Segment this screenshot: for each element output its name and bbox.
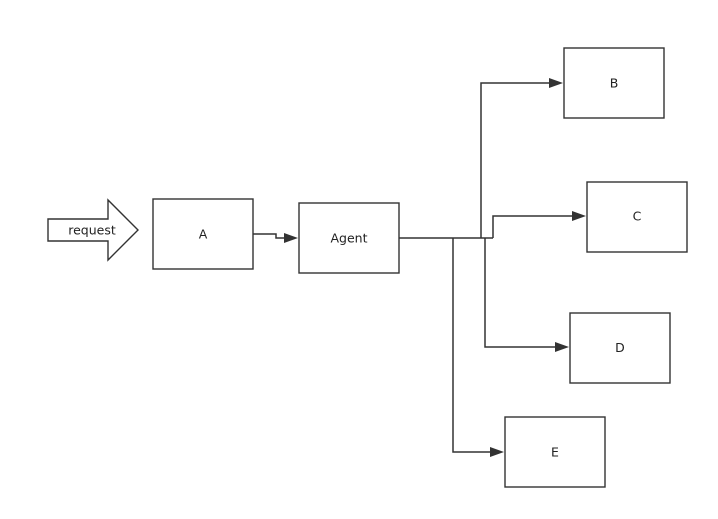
node-e: E	[504, 416, 606, 488]
node-a-label: A	[199, 227, 208, 242]
edge-a-to-agent	[253, 233, 287, 239]
node-a: A	[152, 198, 254, 270]
connectors	[253, 78, 586, 457]
node-c: C	[586, 181, 688, 253]
node-agent: Agent	[298, 202, 400, 274]
node-b: B	[563, 47, 665, 119]
edge-agent-to-c	[492, 215, 575, 238]
node-e-label: E	[551, 445, 559, 460]
request-arrow-label: request	[68, 223, 116, 238]
edge-agent-to-b	[480, 82, 552, 238]
arrowhead-e	[490, 447, 504, 457]
request-arrow-shape	[47, 198, 139, 262]
node-d-label: D	[615, 340, 625, 355]
node-b-label: B	[610, 76, 619, 91]
node-agent-label: Agent	[331, 231, 368, 246]
arrowhead-d	[555, 342, 569, 352]
request-arrow: request	[47, 198, 139, 262]
node-c-label: C	[633, 209, 642, 224]
edge-agent-to-d	[484, 238, 558, 348]
node-d: D	[569, 312, 671, 384]
arrowhead-agent	[284, 233, 298, 243]
edge-agent-to-e	[452, 238, 493, 453]
arrowhead-c	[572, 211, 586, 221]
arrowhead-b	[549, 78, 563, 88]
